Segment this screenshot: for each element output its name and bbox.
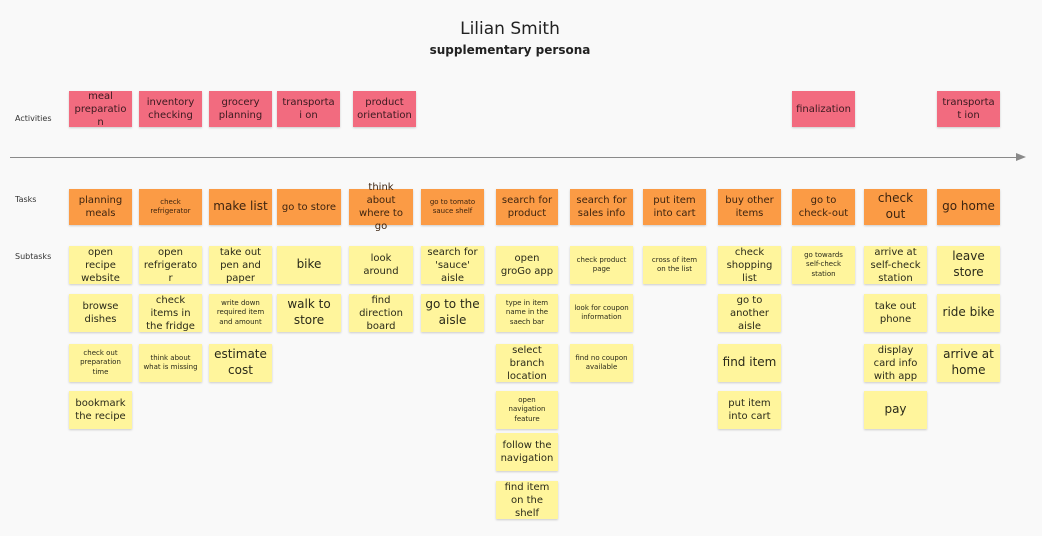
subtask-note-browse-dishes[interactable]: browse dishes	[69, 294, 132, 332]
subtask-note-find-item[interactable]: find item	[718, 344, 781, 382]
subtask-note-leave-store[interactable]: leave store	[937, 246, 1000, 284]
activity-note-inventory-checking[interactable]: inventory checking	[139, 91, 202, 127]
subtask-note-open-refrigerator[interactable]: open refrigerator	[139, 246, 202, 284]
subtask-note-check-out-preparation-time[interactable]: check out preparation time	[69, 344, 132, 382]
subtask-note-find-item-on-the-shelf[interactable]: find item on the shelf	[496, 481, 558, 519]
task-note-search-for-product[interactable]: search for product	[496, 189, 558, 225]
subtask-note-check-shopping-list[interactable]: check shopping list	[718, 246, 781, 284]
subtask-note-open-grogo-app[interactable]: open groGo app	[496, 246, 558, 284]
task-note-go-home[interactable]: go home	[937, 189, 1000, 225]
task-note-put-item-into-cart[interactable]: put item into cart	[643, 189, 706, 225]
subtask-note-put-item-into-cart[interactable]: put item into cart	[718, 391, 781, 429]
subtask-note-search-for-sauce-aisle[interactable]: search for 'sauce' aisle	[421, 246, 484, 284]
subtasks-row-label: Subtasks	[15, 252, 52, 261]
task-note-think-about-where-to-go[interactable]: think about where to go	[349, 182, 413, 232]
subtask-note-bookmark-the-recipe[interactable]: bookmark the recipe	[69, 391, 132, 429]
subtask-note-go-towards-self-check-station[interactable]: go towards self-check station	[792, 246, 855, 284]
task-note-check-out[interactable]: check out	[864, 189, 927, 225]
activity-note-transportat-ion[interactable]: transportat ion	[937, 91, 1000, 127]
subtask-note-check-items-in-the-fridge[interactable]: check items in the fridge	[139, 294, 202, 332]
subtask-note-select-branch-location[interactable]: select branch location	[496, 344, 558, 382]
task-note-buy-other-items[interactable]: buy other items	[718, 189, 781, 225]
task-note-make-list[interactable]: make list	[209, 189, 272, 225]
subtask-note-arrive-at-home[interactable]: arrive at home	[937, 344, 1000, 382]
activities-row-label: Activities	[15, 114, 52, 123]
task-note-check-refrigerator[interactable]: check refrigerator	[139, 189, 202, 225]
subtask-note-open-recipe-website[interactable]: open recipe website	[69, 246, 132, 284]
subtask-note-estimate-cost[interactable]: estimate cost	[209, 344, 272, 382]
timeline-arrowhead	[1016, 153, 1026, 161]
subtask-note-look-for-coupon-information[interactable]: look for coupon information	[570, 294, 633, 332]
persona-role: supplementary persona	[429, 43, 591, 57]
subtask-note-look-around[interactable]: look around	[349, 246, 413, 284]
subtask-note-walk-to-store[interactable]: walk to store	[277, 294, 341, 332]
task-note-search-for-sales-info[interactable]: search for sales info	[570, 189, 633, 225]
subtask-note-pay[interactable]: pay	[864, 391, 927, 429]
activity-note-transportai-on[interactable]: transportai on	[277, 91, 340, 127]
tasks-row-label: Tasks	[15, 195, 37, 204]
activity-note-product-orientation[interactable]: product orientation	[353, 91, 416, 127]
subtask-note-follow-the-navigation[interactable]: follow the navigation	[496, 433, 558, 471]
subtask-note-find-direction-board[interactable]: find direction board	[349, 294, 413, 332]
task-note-go-to-tomato-sauce-shelf[interactable]: go to tomato sauce shelf	[421, 189, 484, 225]
subtask-note-write-down-required-item-and-amount[interactable]: write down required item and amount	[209, 294, 272, 332]
task-note-go-to-check-out[interactable]: go to check-out	[792, 189, 855, 225]
subtask-note-arrive-at-self-check-station[interactable]: arrive at self-check station	[864, 246, 927, 284]
subtask-note-take-out-pen-and-paper[interactable]: take out pen and paper	[209, 246, 272, 284]
subtask-note-cross-of-item-on-the-list[interactable]: cross of item on the list	[643, 246, 706, 284]
activity-note-finalization[interactable]: finalization	[792, 91, 855, 127]
subtask-note-go-to-the-aisle[interactable]: go to the aisle	[421, 294, 484, 332]
subtask-note-ride-bike[interactable]: ride bike	[937, 294, 1000, 332]
subtask-note-check-product-page[interactable]: check product page	[570, 246, 633, 284]
persona-name: Lilian Smith	[460, 19, 560, 39]
subtask-note-find-no-coupon-available[interactable]: find no coupon available	[570, 344, 633, 382]
subtask-note-take-out-phone[interactable]: take out phone	[864, 294, 927, 332]
subtask-note-open-navigation-feature[interactable]: open navigation feature	[496, 391, 558, 429]
subtask-note-think-about-what-is-missing[interactable]: think about what is missing	[139, 344, 202, 382]
task-note-planning-meals[interactable]: planning meals	[69, 189, 132, 225]
subtask-note-display-card-info-with-app[interactable]: display card info with app	[864, 344, 927, 382]
subtask-note-go-to-another-aisle[interactable]: go to another aisle	[718, 294, 781, 332]
activity-note-grocery-planning[interactable]: grocery planning	[209, 91, 272, 127]
task-note-go-to-store[interactable]: go to store	[277, 189, 341, 225]
timeline-line	[10, 157, 1018, 158]
subtask-note-bike[interactable]: bike	[277, 246, 341, 284]
subtask-note-type-in-item-name-in-the-saech-bar[interactable]: type in item name in the saech bar	[496, 294, 558, 332]
activity-note-meal-preparation[interactable]: meal preparation	[69, 91, 132, 128]
